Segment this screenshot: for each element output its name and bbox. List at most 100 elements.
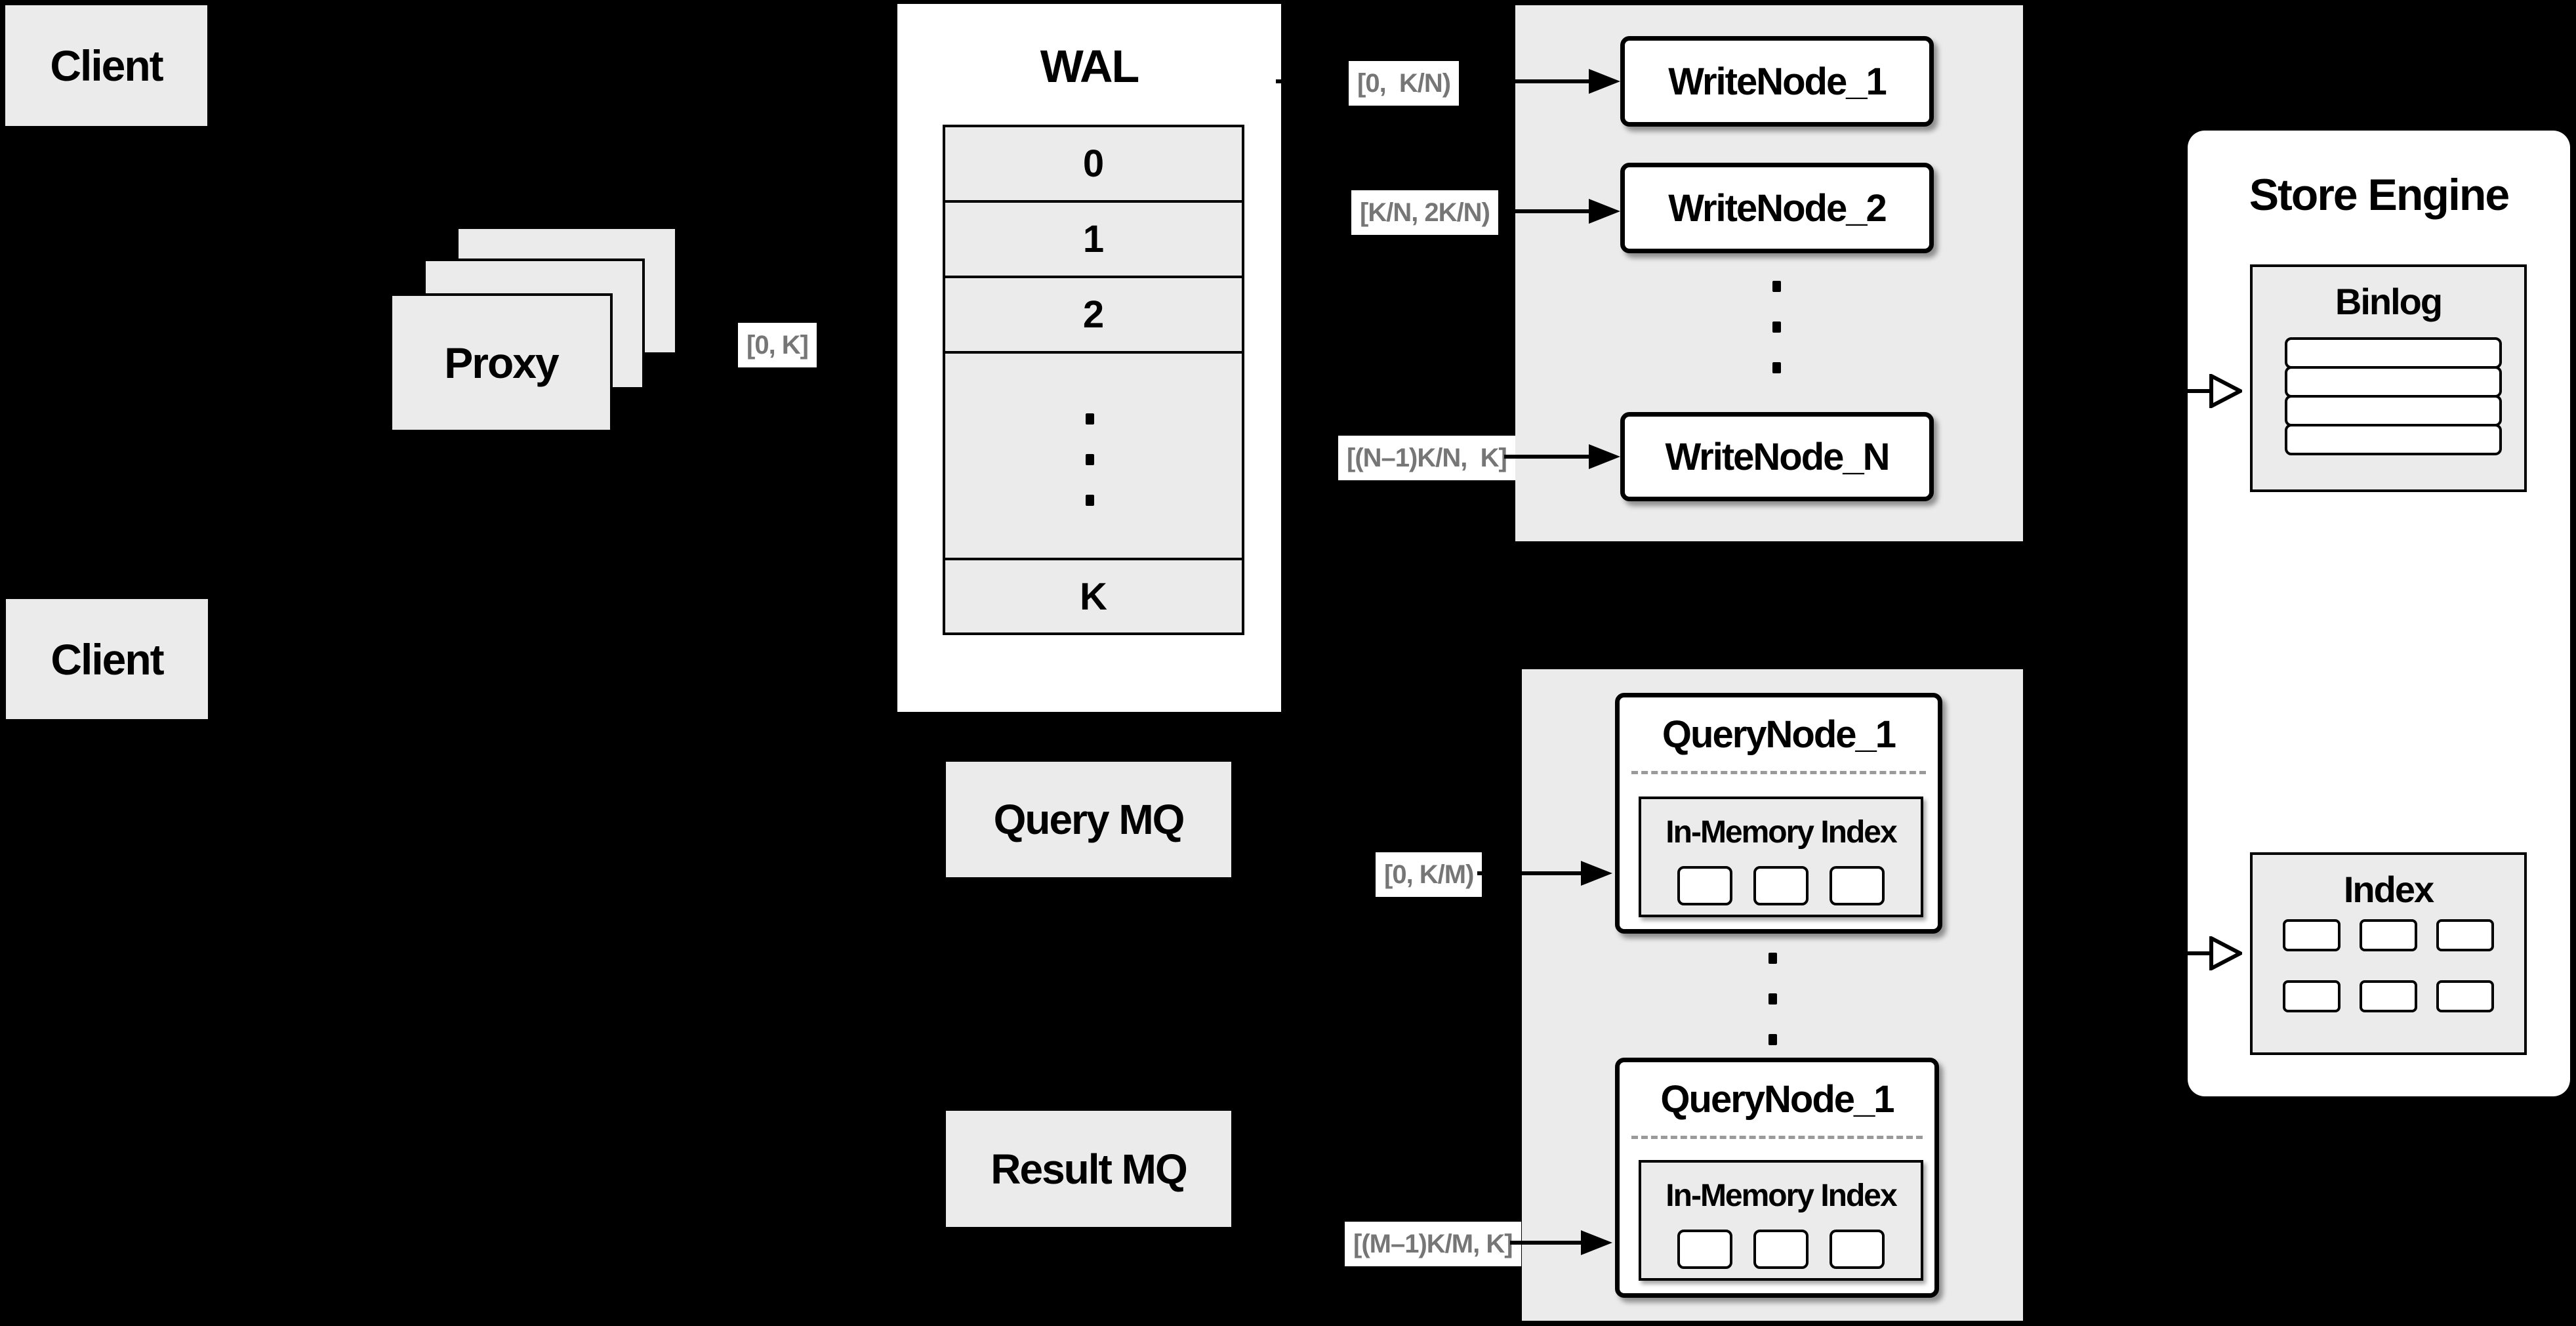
index-cell: [2436, 980, 2494, 1012]
index-segment: [1677, 1230, 1732, 1269]
arrow-index-shaft: [2073, 951, 2209, 955]
write-node-label: WriteNode_1: [1668, 60, 1887, 103]
wal-box: WAL 0 1 2 K: [897, 4, 1281, 712]
client-box-top: Client: [5, 5, 207, 126]
wal-ellipsis-row: [945, 354, 1242, 560]
binlog-title: Binlog: [2253, 274, 2524, 329]
index-cell: [2360, 919, 2417, 951]
client-top-label: Client: [50, 41, 163, 90]
index-segment: [1830, 866, 1885, 905]
solid-arrowhead-icon: [1589, 444, 1620, 469]
write-node-label: WriteNode_N: [1665, 435, 1890, 478]
index-cell: [2436, 919, 2494, 951]
in-memory-index-box: In-Memory Index: [1639, 1160, 1923, 1281]
query-node-2: QueryNode_1 In-Memory Index: [1615, 1058, 1939, 1298]
wal-title: WAL: [1040, 41, 1140, 92]
binlog-row: [2285, 366, 2502, 398]
ellipsis-dot: [1768, 993, 1777, 1005]
index-segment-row: [1641, 866, 1921, 905]
binlog-row: [2285, 395, 2502, 426]
store-engine-title: Store Engine: [2188, 163, 2570, 226]
query-node-title: QueryNode_1: [1620, 697, 1938, 771]
wal-row: 2: [945, 278, 1242, 354]
query-mq-label: Query MQ: [993, 796, 1185, 843]
write-node-1: WriteNode_1: [1620, 36, 1934, 127]
range-label-querynode-2: [(M–1)K/M, K]: [1345, 1222, 1521, 1266]
solid-arrowhead-icon: [1589, 69, 1620, 94]
wal-row-label: 1: [1082, 218, 1105, 260]
wal-row: 0: [945, 127, 1242, 203]
index-cell: [2360, 980, 2417, 1012]
query-node-divider: [1631, 1136, 1923, 1139]
index-title-label: Index: [2343, 868, 2434, 910]
proxy-range-label: [0, K]: [738, 323, 817, 367]
query-node-title: QueryNode_1: [1620, 1062, 1934, 1136]
client-bottom-label: Client: [51, 634, 164, 684]
binlog-row: [2285, 424, 2502, 455]
in-memory-index-box: In-Memory Index: [1639, 797, 1923, 917]
open-arrowhead-icon: [2209, 374, 2242, 408]
result-mq-box: Result MQ: [946, 1111, 1231, 1227]
write-node-label: WriteNode_2: [1668, 186, 1887, 230]
arrow-writenode-2-shaft: [1514, 209, 1590, 213]
query-mq-box: Query MQ: [946, 762, 1231, 877]
binlog-row: [2285, 337, 2502, 369]
wal-to-range-line: [1276, 79, 1348, 83]
binlog-rows: [2285, 337, 2502, 455]
proxy-label: Proxy: [444, 339, 559, 387]
arrow-writenode-1-shaft: [1476, 79, 1590, 83]
wal-row-label: 2: [1082, 293, 1105, 336]
ellipsis-dot: [1768, 1034, 1777, 1045]
index-segment-row: [1641, 1230, 1921, 1269]
ellipsis-dot: [1772, 362, 1781, 373]
query-node-divider: [1631, 771, 1926, 774]
wal-row: 1: [945, 203, 1242, 278]
range-label-writenode-1: [0, K/N): [1349, 61, 1460, 106]
wal-row-label: 0: [1082, 142, 1105, 185]
query-node-title-label: QueryNode_1: [1662, 713, 1896, 756]
arrow-querynode-1-shaft: [1477, 871, 1581, 875]
client-box-bottom: Client: [6, 599, 208, 719]
wal-ellipsis-dots: [1086, 413, 1094, 506]
arrow-writenode-n-shaft: [1504, 455, 1590, 459]
write-node-ellipsis-dots: [1772, 281, 1781, 373]
ellipsis-dot: [1768, 953, 1777, 964]
binlog-box: Binlog: [2250, 264, 2527, 492]
open-arrowhead-icon: [2209, 936, 2242, 970]
index-segment: [1677, 866, 1732, 905]
index-cell-row: [2253, 980, 2524, 1012]
in-memory-index-label: In-Memory Index: [1666, 814, 1897, 850]
range-label-writenode-n: [(N–1)K/N, K]: [1338, 436, 1515, 480]
store-engine-title-label: Store Engine: [2249, 169, 2510, 220]
solid-arrowhead-icon: [1581, 1230, 1612, 1255]
solid-arrowhead-icon: [1589, 199, 1620, 224]
ellipsis-dot: [1772, 281, 1781, 292]
binlog-title-label: Binlog: [2335, 281, 2443, 322]
query-node-ellipsis-dots: [1768, 953, 1777, 1045]
write-node-2: WriteNode_2: [1620, 163, 1934, 253]
index-title: Index: [2253, 863, 2524, 915]
arrow-binlog-shaft: [2073, 389, 2209, 393]
result-mq-label: Result MQ: [991, 1145, 1187, 1193]
index-box: Index: [2250, 852, 2527, 1055]
ellipsis-dot: [1086, 454, 1094, 465]
index-cell: [2283, 919, 2341, 951]
range-label-querynode-1: [0, K/M): [1376, 852, 1482, 897]
wal-table: 0 1 2 K: [943, 125, 1244, 635]
solid-arrowhead-icon: [1581, 861, 1612, 886]
index-segment: [1753, 1230, 1809, 1269]
write-node-n: WriteNode_N: [1620, 412, 1934, 501]
in-memory-index-label: In-Memory Index: [1666, 1178, 1897, 1213]
wal-row-label: K: [1080, 575, 1107, 618]
in-memory-index-title: In-Memory Index: [1641, 806, 1921, 858]
index-segment: [1830, 1230, 1885, 1269]
arrow-querynode-2-shaft: [1510, 1241, 1581, 1245]
query-node-title-label: QueryNode_1: [1660, 1077, 1894, 1121]
proxy-box-front: Proxy: [390, 293, 613, 432]
ellipsis-dot: [1772, 321, 1781, 333]
in-memory-index-title: In-Memory Index: [1641, 1169, 1921, 1222]
index-cell-row: [2253, 919, 2524, 951]
ellipsis-dot: [1086, 495, 1094, 506]
store-engine-box: Store Engine Binlog Index: [2188, 131, 2570, 1096]
